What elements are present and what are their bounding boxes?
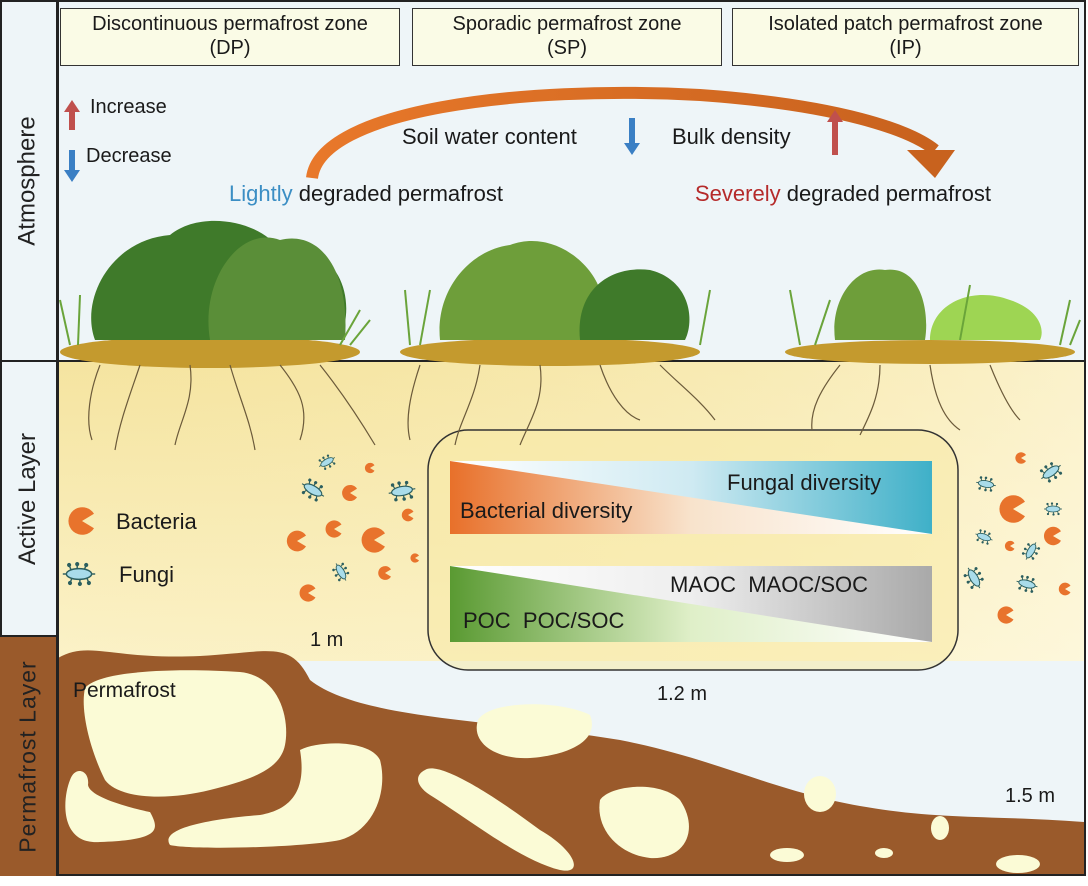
- depth-ip: 1.5 m: [1005, 785, 1056, 807]
- active-layer-label: Active Layer: [0, 361, 58, 636]
- zone-ip: Isolated patch permafrost zone(IP): [732, 8, 1079, 66]
- mound-dp: [59, 220, 371, 368]
- bulk-density-increase-icon: [827, 110, 843, 155]
- roots: [88, 364, 1021, 451]
- degradation-arrow: [306, 86, 939, 180]
- bulk-density-label: Bulk density: [672, 124, 791, 149]
- soil-water-decrease-icon: [624, 118, 640, 155]
- mound-ip: [785, 269, 1081, 364]
- bacterial-diversity-label: Bacterial diversity: [460, 498, 633, 523]
- degradation-arrowhead: [907, 150, 955, 178]
- permafrost-layer-label: Permafrost Layer: [0, 636, 58, 876]
- zone-dp: Discontinuous permafrost zone(DP): [60, 8, 400, 66]
- fungi-label: Fungi: [119, 562, 175, 587]
- soil-water-label: Soil water content: [402, 124, 577, 149]
- severely-degraded-label: Severely degraded permafrost: [695, 181, 991, 206]
- increase-arrow-icon: [64, 100, 80, 130]
- poc-label: POC POC/SOC: [463, 608, 625, 633]
- atmosphere-label: Atmosphere: [0, 0, 58, 361]
- mound-sp: [400, 241, 711, 366]
- fungal-diversity-label: Fungal diversity: [727, 470, 882, 495]
- bacteria-label: Bacteria: [116, 509, 197, 534]
- maoc-label: MAOC MAOC/SOC: [670, 572, 869, 597]
- depth-sp: 1.2 m: [657, 683, 708, 705]
- decrease-arrow-icon: [64, 150, 80, 182]
- zone-sp: Sporadic permafrost zone(SP): [412, 8, 722, 66]
- increase-label: Increase: [90, 96, 167, 118]
- lightly-degraded-label: Lightly degraded permafrost: [229, 181, 503, 206]
- depth-dp: 1 m: [310, 629, 344, 651]
- decrease-label: Decrease: [86, 145, 172, 167]
- permafrost-label: Permafrost: [73, 679, 176, 702]
- permafrost-ice-lenses: [65, 670, 1040, 873]
